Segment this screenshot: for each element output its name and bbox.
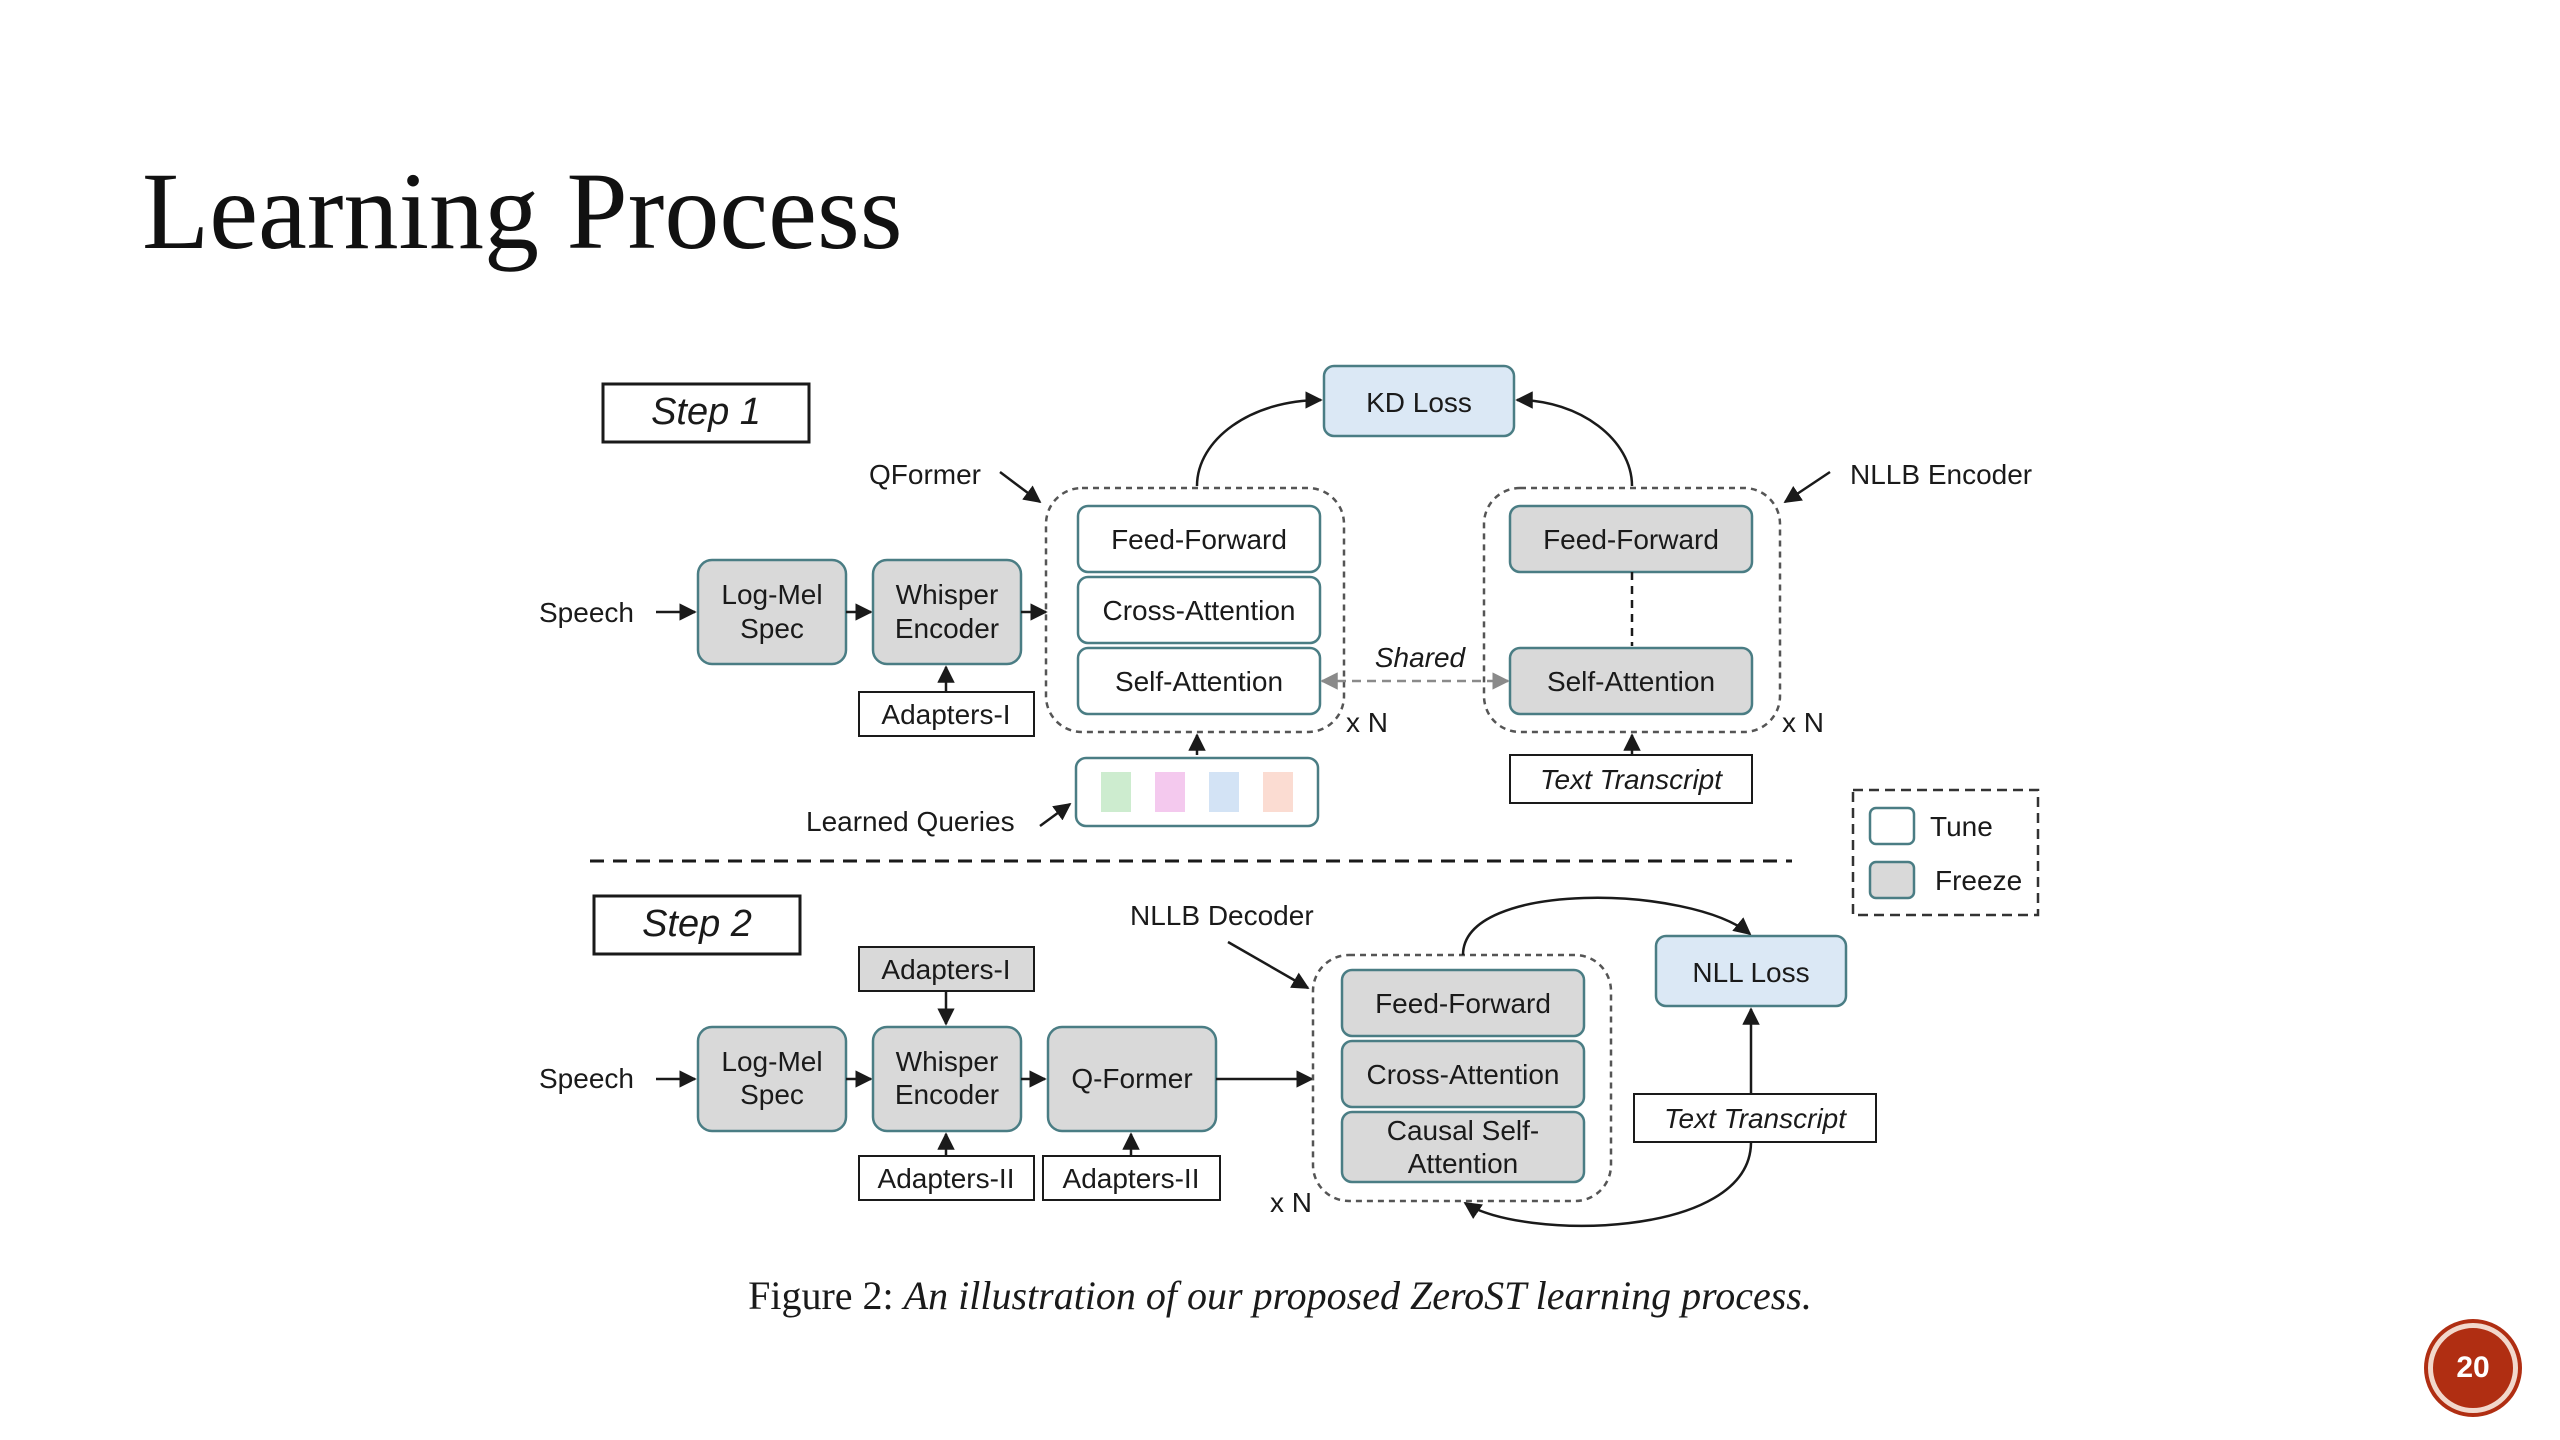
step1-learned-queries-box xyxy=(1074,756,1320,828)
slide-title: Learning Process xyxy=(142,150,903,272)
step2-decoder-to-loss-arrow xyxy=(1461,896,1752,956)
legend-box xyxy=(1851,788,2040,917)
step2-whisper-line2: Encoder xyxy=(895,1079,999,1110)
step1-nllb-encoder-container xyxy=(1482,486,1782,734)
step2-nll-loss-label: NLL Loss xyxy=(1692,957,1809,988)
step2-logmel-line2: Spec xyxy=(740,1079,804,1110)
step1-text-transcript-box: Text Transcript xyxy=(1509,754,1753,804)
step2-label-box: Step 2 xyxy=(592,894,802,956)
step1-query-squares xyxy=(1101,772,1293,812)
step1-adapters-box: Adapters-I xyxy=(858,691,1035,737)
step2-dec-repeat: x N xyxy=(1270,1187,1312,1218)
step1-text-transcript-label: Text Transcript xyxy=(1540,764,1723,795)
legend-tune-swatch xyxy=(1868,806,1916,846)
step2-nllb-decoder-pointer xyxy=(1227,940,1310,990)
step2-adapters-bottom-1-label: Adapters-II xyxy=(878,1163,1015,1194)
step2-nll-loss-box: NLL Loss xyxy=(1654,934,1848,1008)
figure-caption: Figure 2: An illustration of our propose… xyxy=(0,1272,2560,1319)
step2-text-transcript-box: Text Transcript xyxy=(1633,1093,1877,1143)
step1-adapters-label: Adapters-I xyxy=(881,699,1010,730)
step1-logmel-line2: Spec xyxy=(740,613,804,644)
step2-transcript-to-decoder-arrow xyxy=(1463,1141,1753,1227)
step1-logmel-box: Log-Mel Spec xyxy=(696,558,848,666)
step2-adapters-top-label: Adapters-I xyxy=(881,954,1010,985)
step2-label: Step 2 xyxy=(642,903,752,945)
step1-logmel-line1: Log-Mel xyxy=(721,579,822,610)
step1-nllb-to-kd-arrow xyxy=(1515,391,1634,487)
step2-adapters-bottom-1-box: Adapters-II xyxy=(858,1155,1035,1201)
step1-qformer-ff-label: Feed-Forward xyxy=(1111,524,1287,555)
step1-qformer-ff-box: Feed-Forward xyxy=(1076,504,1322,574)
step1-shared-label: Shared xyxy=(1375,642,1467,673)
caption-prefix: Figure 2: xyxy=(748,1273,894,1318)
caption-text: An illustration of our proposed ZeroST l… xyxy=(903,1273,1812,1318)
step2-dec-csa-line1: Causal Self- xyxy=(1387,1115,1540,1146)
step2-dec-ca-label: Cross-Attention xyxy=(1367,1059,1560,1090)
legend-freeze-swatch xyxy=(1868,860,1916,900)
step2-dec-csa-box: Causal Self- Attention xyxy=(1340,1110,1586,1184)
step1-nllb-encoder-pointer xyxy=(1783,470,1831,504)
step2-nllb-decoder-label: NLLB Decoder xyxy=(1130,900,1314,931)
step1-qformer-label: QFormer xyxy=(869,459,981,490)
legend-freeze-label: Freeze xyxy=(1935,865,2022,896)
learned-query-square xyxy=(1155,772,1185,812)
step2-dec-csa-line2: Attention xyxy=(1408,1148,1519,1179)
step1-nllb-sa-box: Self-Attention xyxy=(1508,646,1754,716)
step1-nllb-repeat: x N xyxy=(1782,707,1824,738)
step2-dec-ff-label: Feed-Forward xyxy=(1375,988,1551,1019)
step1-qformer-repeat: x N xyxy=(1346,707,1388,738)
legend-tune-label: Tune xyxy=(1930,811,1993,842)
step1-kd-loss-label: KD Loss xyxy=(1366,387,1472,418)
step1-nllb-ff-label: Feed-Forward xyxy=(1543,524,1719,555)
step1-qformer-to-kd-arrow xyxy=(1195,391,1323,487)
step1-qformer-ca-label: Cross-Attention xyxy=(1103,595,1296,626)
step2-logmel-box: Log-Mel Spec xyxy=(696,1025,848,1133)
step1-whisper-line1: Whisper xyxy=(896,579,999,610)
step1-speech-label: Speech xyxy=(539,597,634,628)
step1-kd-loss-box: KD Loss xyxy=(1322,364,1516,438)
learned-query-square xyxy=(1101,772,1131,812)
step1-qformer-pointer xyxy=(999,471,1042,504)
step1-qformer-ca-box: Cross-Attention xyxy=(1076,575,1322,645)
step2-adapters-bottom-2-label: Adapters-II xyxy=(1063,1163,1200,1194)
step1-whisper-box: Whisper Encoder xyxy=(871,558,1023,666)
step1-nllb-encoder-label: NLLB Encoder xyxy=(1850,459,2032,490)
step1-learned-queries-pointer xyxy=(1039,802,1072,828)
step2-qformer-box: Q-Former xyxy=(1046,1025,1218,1133)
step1-label: Step 1 xyxy=(651,391,761,433)
step2-whisper-box: Whisper Encoder xyxy=(871,1025,1023,1133)
step1-label-box: Step 1 xyxy=(601,382,811,444)
step2-speech-label: Speech xyxy=(539,1063,634,1094)
step2-dec-ff-box: Feed-Forward xyxy=(1340,968,1586,1038)
step2-logmel-line1: Log-Mel xyxy=(721,1046,822,1077)
step1-qformer-sa-box: Self-Attention xyxy=(1076,646,1322,716)
learned-query-square xyxy=(1209,772,1239,812)
step1-qformer-sa-label: Self-Attention xyxy=(1115,666,1283,697)
step1-nllb-ff-box: Feed-Forward xyxy=(1508,504,1754,574)
step2-adapters-bottom-2-box: Adapters-II xyxy=(1042,1155,1221,1201)
step2-dec-ca-box: Cross-Attention xyxy=(1340,1039,1586,1109)
step1-nllb-sa-label: Self-Attention xyxy=(1547,666,1715,697)
step1-whisper-line2: Encoder xyxy=(895,613,999,644)
step2-qformer-label: Q-Former xyxy=(1071,1063,1192,1094)
step1-qformer-container xyxy=(1044,486,1346,734)
step2-whisper-line1: Whisper xyxy=(896,1046,999,1077)
step2-adapters-top-box: Adapters-I xyxy=(858,946,1035,992)
learned-query-square xyxy=(1263,772,1293,812)
page-number-badge: 20 xyxy=(2428,1323,2518,1413)
step1-learned-queries-label: Learned Queries xyxy=(806,806,1015,837)
step2-text-transcript-label: Text Transcript xyxy=(1664,1103,1847,1134)
